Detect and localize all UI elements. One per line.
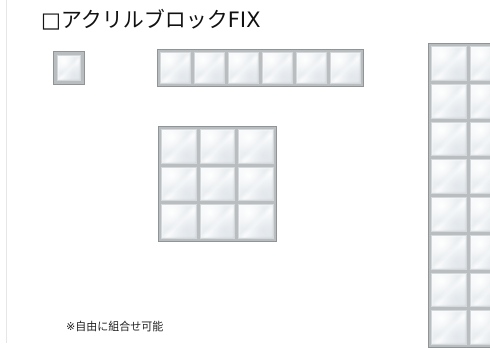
block-sample-3x3-grid [158, 126, 277, 242]
glass-block [431, 84, 467, 119]
glass-block [161, 204, 197, 239]
glass-block [296, 52, 327, 84]
glass-block [161, 129, 197, 164]
glass-block [228, 52, 259, 84]
glass-block [238, 204, 274, 239]
glass-block [194, 52, 225, 84]
glass-block [470, 310, 490, 345]
glass-block [262, 52, 293, 84]
glass-block [470, 235, 490, 270]
glass-block [431, 310, 467, 345]
glass-block [470, 84, 490, 119]
glass-block [431, 197, 467, 232]
glass-block [470, 197, 490, 232]
glass-block [431, 159, 467, 194]
block-sample-1x1 [53, 51, 85, 85]
glass-block [431, 273, 467, 308]
glass-block [470, 273, 490, 308]
glass-block [470, 122, 490, 157]
glass-block [431, 46, 467, 81]
glass-block [238, 167, 274, 202]
glass-block [200, 204, 236, 239]
glass-block [200, 129, 236, 164]
glass-block [330, 52, 361, 84]
block-sample-horizontal-strip [157, 49, 364, 87]
glass-block [431, 122, 467, 157]
glass-block [160, 52, 191, 84]
section-title: □アクリルブロックFIX [41, 10, 260, 31]
glass-block [470, 159, 490, 194]
block-sample-tall-column [428, 43, 490, 348]
glass-block [200, 167, 236, 202]
glass-block [161, 167, 197, 202]
glass-block [57, 55, 81, 81]
combination-note: ※自由に組合せ可能 [66, 318, 163, 334]
glass-block [238, 129, 274, 164]
glass-block [431, 235, 467, 270]
glass-block [470, 46, 490, 81]
left-border-line [6, 0, 7, 343]
